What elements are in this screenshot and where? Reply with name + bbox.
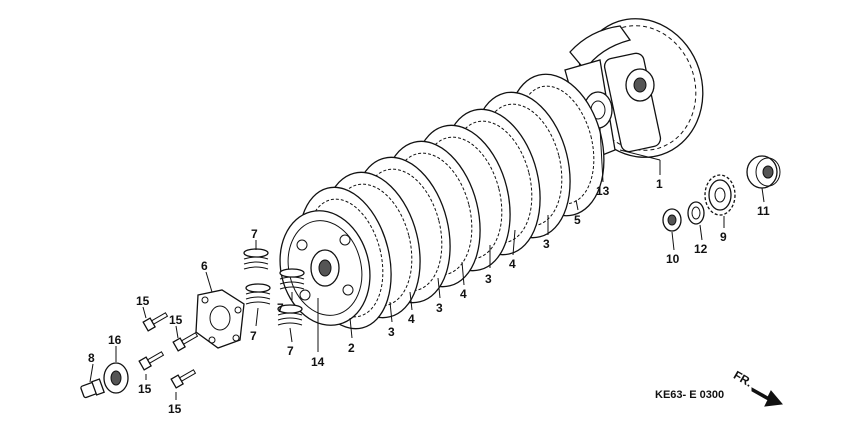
callout-11: 11 [757, 204, 770, 218]
callout-4c: 4 [408, 312, 415, 326]
leader-lines [89, 127, 765, 400]
callout-8: 8 [88, 351, 95, 365]
callout-9: 9 [720, 230, 727, 244]
clutch-lifter-plate-6 [195, 289, 245, 349]
callout-6: 6 [201, 259, 208, 273]
callout-10: 10 [666, 252, 680, 266]
lock-nut-10 [662, 208, 682, 232]
washer-12 [687, 201, 705, 225]
callout-4b: 4 [460, 287, 467, 301]
front-direction-label: FR. [731, 368, 755, 390]
callout-14: 14 [311, 355, 325, 369]
callout-12: 12 [694, 242, 708, 256]
callout-1: 1 [656, 177, 663, 191]
callout-15d: 15 [168, 402, 182, 416]
collar-11 [746, 155, 781, 189]
callout-3d: 3 [388, 325, 395, 339]
callout-15c: 15 [138, 382, 152, 396]
callout-16: 16 [108, 333, 122, 347]
callout-5: 5 [574, 213, 581, 227]
oil-pump-gear-9 [704, 174, 736, 216]
callout-13: 13 [596, 184, 610, 198]
callout-7a: 7 [251, 227, 258, 241]
callout-2: 2 [348, 341, 355, 355]
callout-7c: 7 [250, 329, 257, 343]
lifter-piece-8 [80, 378, 105, 399]
callout-7b: 7 [277, 301, 284, 315]
diagram-code: KE63- E 0300 [655, 389, 724, 401]
callout-3a: 3 [543, 237, 550, 251]
callout-3b: 3 [485, 272, 492, 286]
callout-labels: 1 2 3 3 3 3 3 4 4 4 4 5 6 7 7 7 7 8 9 10… [88, 177, 770, 416]
callout-15a: 15 [136, 294, 150, 308]
front-arrow-icon [751, 387, 783, 407]
front-direction-indicator: FR. [731, 368, 783, 407]
bolts-15 [138, 312, 199, 389]
callout-4a: 4 [509, 257, 516, 271]
callout-3c: 3 [436, 301, 443, 315]
callout-15b: 15 [169, 313, 183, 327]
callout-7d: 7 [287, 344, 294, 358]
bearing-16 [103, 362, 129, 394]
clutch-center-2 [279, 210, 371, 326]
